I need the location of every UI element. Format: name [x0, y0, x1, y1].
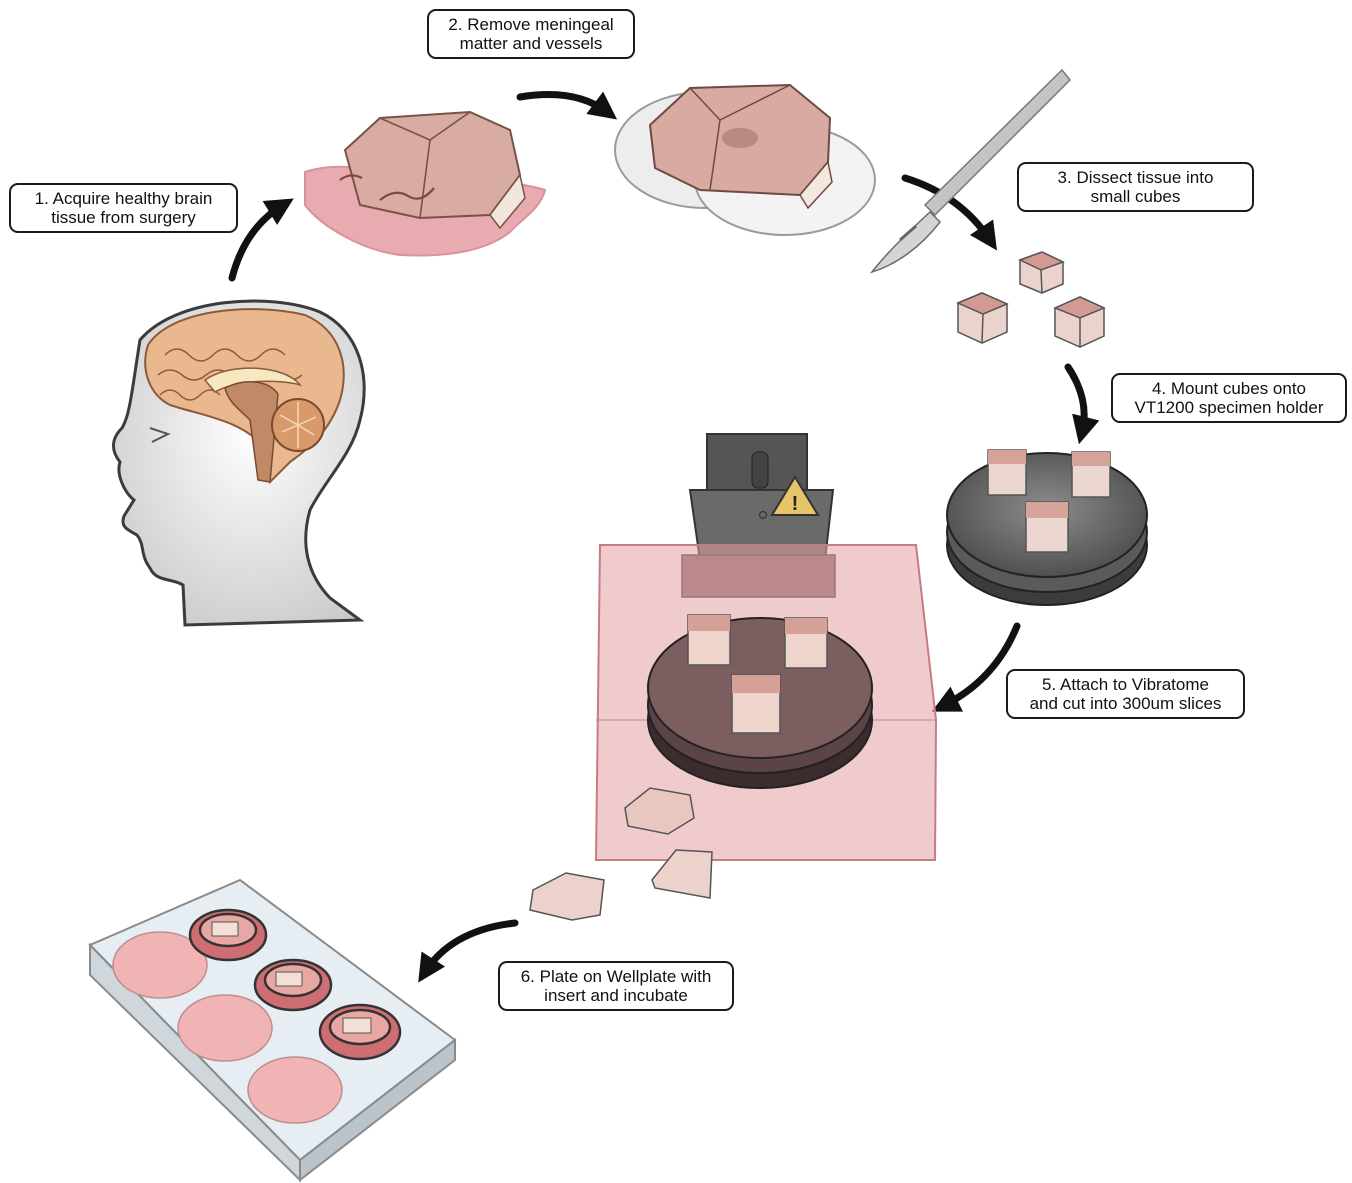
tissue-cubes-illustration [958, 252, 1104, 347]
step-4-label: 4. Mount cubes onto VT1200 specimen hold… [1111, 373, 1347, 423]
step-2-line-1: 2. Remove meningeal [437, 15, 625, 34]
arrow-1-to-2 [232, 205, 283, 278]
tissue-cube [1020, 252, 1063, 293]
step-6-line-2: insert and incubate [508, 986, 724, 1005]
arrow-cubes-to-holder [1068, 367, 1084, 432]
head-with-brain-illustration [114, 301, 365, 625]
step-5-line-2: and cut into 300um slices [1016, 694, 1235, 713]
step-5-line-1: 5. Attach to Vibratome [1016, 675, 1235, 694]
step-2-label: 2. Remove meningeal matter and vessels [427, 9, 635, 59]
step-1-label: 1. Acquire healthy brain tissue from sur… [9, 183, 238, 233]
step-4-line-1: 4. Mount cubes onto [1121, 379, 1337, 398]
step-6-line-1: 6. Plate on Wellplate with [508, 967, 724, 986]
tissue-cube [958, 293, 1007, 343]
step-4-line-2: VT1200 specimen holder [1121, 398, 1337, 417]
tissue-slice [530, 873, 604, 920]
step-3-line-2: small cubes [1027, 187, 1244, 206]
cleaned-tissue-on-dish-illustration [615, 85, 875, 235]
step-1-line-1: 1. Acquire healthy brain [19, 189, 228, 208]
svg-text:!: ! [792, 493, 799, 515]
wellplate-illustration [90, 880, 455, 1180]
tissue-cube [1055, 297, 1104, 347]
step-3-line-1: 3. Dissect tissue into [1027, 168, 1244, 187]
raw-tissue-illustration [305, 112, 545, 256]
step-3-label: 3. Dissect tissue into small cubes [1017, 162, 1254, 212]
step-6-label: 6. Plate on Wellplate with insert and in… [498, 961, 734, 1011]
step-5-label: 5. Attach to Vibratome and cut into 300u… [1006, 669, 1245, 719]
arrow-2-to-3 [520, 95, 607, 112]
step-2-line-2: matter and vessels [437, 34, 625, 53]
step-1-line-2: tissue from surgery [19, 208, 228, 227]
specimen-holder-illustration [947, 450, 1147, 605]
